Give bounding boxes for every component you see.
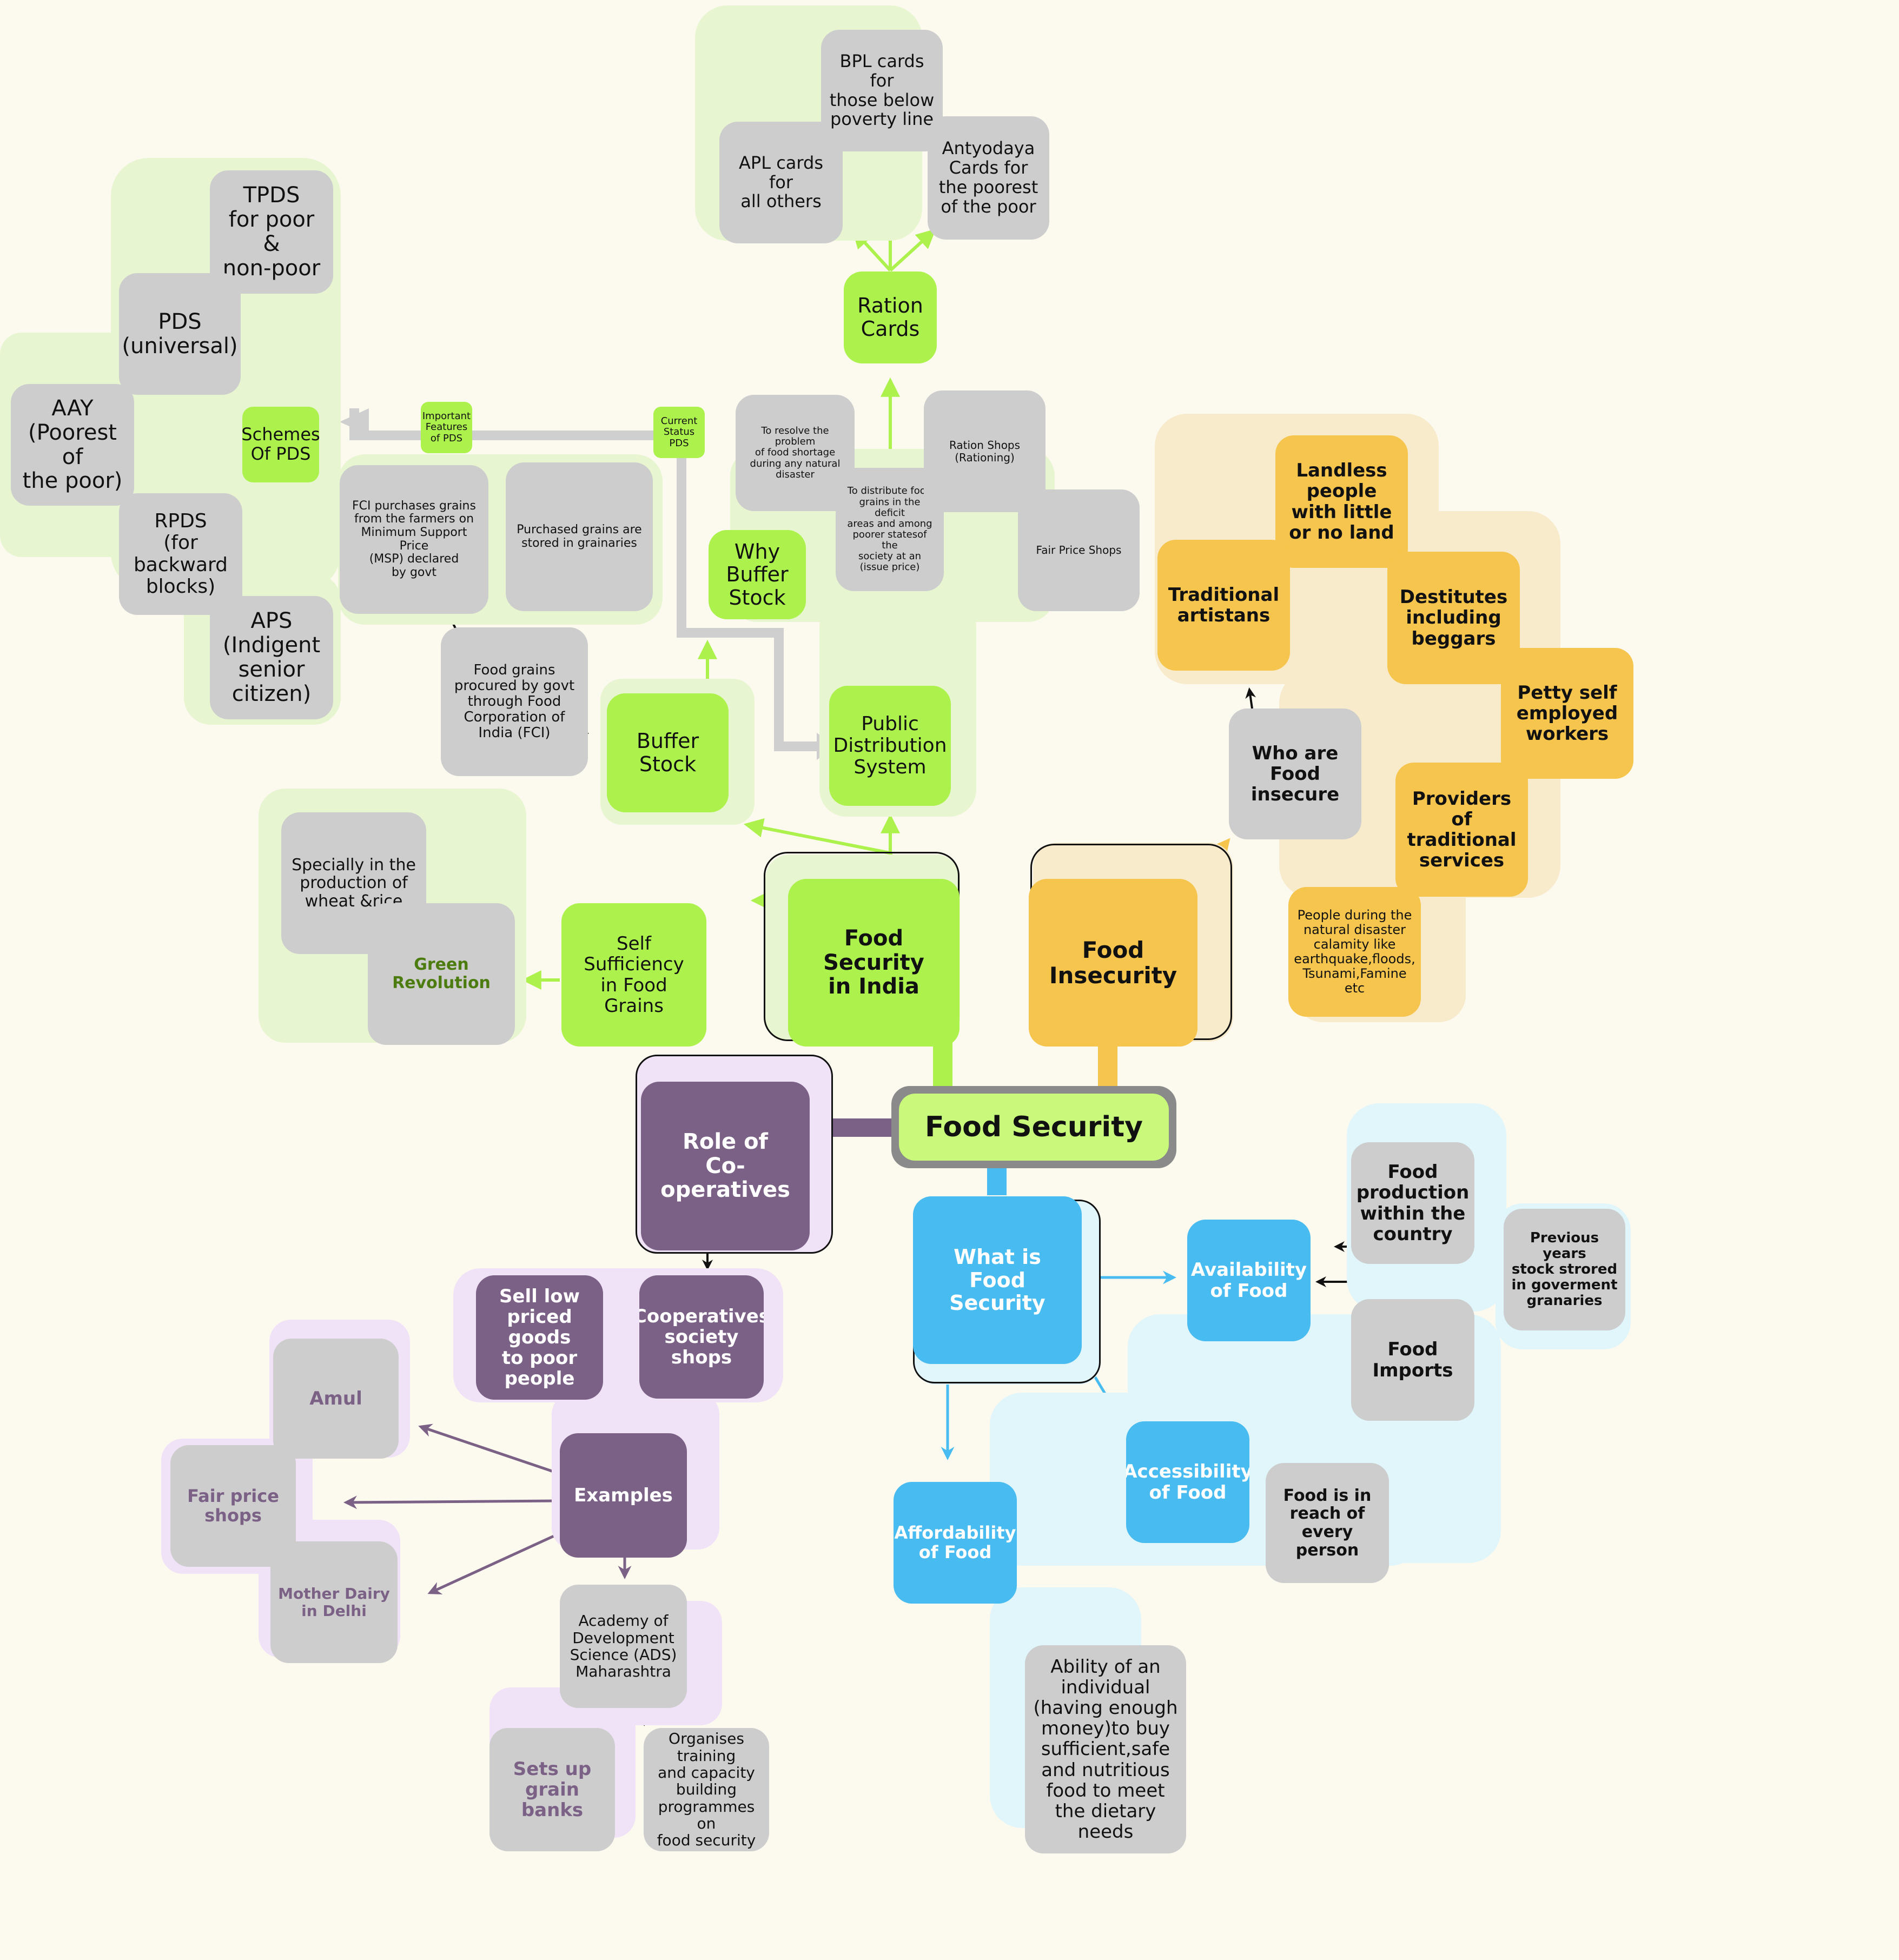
role-coops-node[interactable]: Role of Co-operatives [641, 1082, 810, 1250]
aps-node[interactable]: APS (Indigent senior citizen) [210, 596, 333, 719]
accessibility-node[interactable]: Accessibility of Food [1126, 1421, 1249, 1543]
ability-individual-node[interactable]: Ability of an individual (having enough … [1025, 1645, 1186, 1853]
food-insecurity-node[interactable]: Food Insecurity [1029, 879, 1197, 1047]
organises-training-node[interactable]: Organises training and capacity building… [644, 1728, 769, 1851]
distribute-grains-node[interactable]: To distribute food grains in the deficit… [836, 468, 944, 591]
self-sufficiency-node[interactable]: Self Sufficiency in Food Grains [561, 903, 706, 1047]
sell-low-priced-node[interactable]: Sell low priced goods to poor people [476, 1275, 603, 1400]
traditional-artisans-node[interactable]: Traditional artistans [1157, 540, 1290, 671]
buffer-stock-node[interactable]: Buffer Stock [607, 693, 729, 812]
apl-cards-node[interactable]: APL cards for all others [719, 122, 843, 243]
green-revolution-node[interactable]: Green Revolution [368, 903, 515, 1045]
destitutes-node[interactable]: Destitutes including beggars [1387, 552, 1520, 684]
why-buffer-stock-node[interactable]: Why Buffer Stock [709, 530, 806, 619]
grey-arrowhead-features [340, 408, 369, 435]
fair-price-shops-example-node[interactable]: Fair price shops [170, 1445, 296, 1567]
current-status-pds-node[interactable]: Current Status PDS [653, 407, 705, 458]
previous-stock-node[interactable]: Previous years stock strored in govermen… [1504, 1209, 1625, 1330]
disaster-people-node[interactable]: People during the natural disaster calam… [1288, 887, 1421, 1017]
fci-purchases-node[interactable]: FCI purchases grains from the farmers on… [340, 465, 488, 614]
what-is-fs-node[interactable]: What is Food Security [913, 1196, 1082, 1364]
ration-cards-node[interactable]: Ration Cards [844, 272, 937, 363]
academy-ads-node[interactable]: Academy of Development Science (ADS) Mah… [560, 1585, 687, 1708]
food-production-node[interactable]: Food production within the country [1351, 1142, 1474, 1264]
ration-shops-node[interactable]: Ration Shops (Rationing) [924, 390, 1046, 512]
tpds-node[interactable]: TPDS for poor & non-poor [210, 170, 333, 294]
food-imports-node[interactable]: Food Imports [1351, 1299, 1474, 1421]
food-security-india-node[interactable]: Food Security in India [788, 879, 960, 1047]
food-security-label: Food Security [899, 1094, 1169, 1161]
rpds-node[interactable]: RPDS (for backward blocks) [119, 493, 242, 615]
resolve-shortage-node[interactable]: To resolve the problem of food shortage … [736, 395, 855, 511]
pds-universal-node[interactable]: PDS (universal) [119, 273, 241, 395]
mother-dairy-node[interactable]: Mother Dairy in Delhi [270, 1541, 398, 1663]
amul-node[interactable]: Amul [273, 1339, 399, 1459]
important-features-pds-node[interactable]: Important Features of PDS [421, 402, 472, 453]
pds-node[interactable]: Public Distribution System [829, 686, 951, 806]
availability-node[interactable]: Availability of Food [1187, 1220, 1311, 1341]
purple-arrows [343, 1423, 632, 1595]
who-insecure-node[interactable]: Who are Food insecure [1229, 708, 1361, 839]
role-coops-frame [636, 1055, 833, 1254]
coop-shops-node[interactable]: Cooperatives society shops [639, 1275, 764, 1399]
aay-node[interactable]: AAY (Poorest of the poor) [11, 384, 134, 506]
schemes-of-pds-node[interactable]: Schemes Of PDS [242, 407, 319, 482]
grain-banks-node[interactable]: Sets up grain banks [489, 1728, 615, 1851]
landless-node[interactable]: Landless people with little or no land [1275, 435, 1408, 568]
food-grains-procured-node[interactable]: Food grains procured by govt through Foo… [441, 627, 588, 776]
food-security-center[interactable]: Food Security [891, 1086, 1176, 1168]
affordability-node[interactable]: Affordability of Food [894, 1482, 1017, 1604]
bpl-cards-node[interactable]: BPL cards for those below poverty line [821, 30, 943, 151]
antyodaya-cards-node[interactable]: Antyodaya Cards for the poorest of the p… [928, 116, 1049, 240]
examples-node[interactable]: Examples [560, 1433, 687, 1558]
purchased-stored-node[interactable]: Purchased grains are stored in grainarie… [506, 462, 653, 611]
petty-workers-node[interactable]: Petty self employed workers [1501, 648, 1633, 779]
food-in-reach-node[interactable]: Food is in reach of every person [1266, 1463, 1389, 1583]
providers-services-node[interactable]: Providers of traditional services [1395, 763, 1528, 897]
fair-price-shops-node[interactable]: Fair Price Shops [1018, 489, 1140, 611]
